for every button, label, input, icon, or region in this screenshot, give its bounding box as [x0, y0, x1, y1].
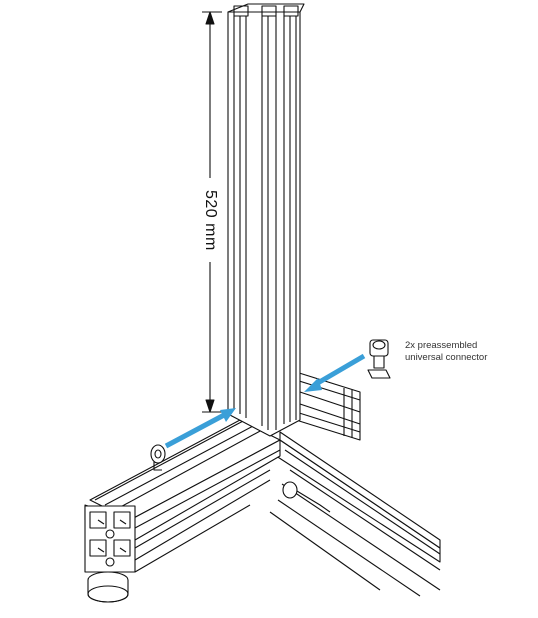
universal-connector-part — [367, 339, 391, 379]
insert-arrow-left — [164, 408, 236, 449]
connector-installed — [150, 444, 166, 471]
callout-line-1: 2x preassembled — [405, 340, 478, 351]
vertical-upright — [227, 3, 305, 437]
right-lower-profile — [269, 431, 441, 597]
dimension-label: 520 mm — [202, 189, 219, 251]
left-lower-profile — [84, 419, 281, 573]
right-upper-profile — [295, 371, 361, 441]
connector-joint — [282, 481, 298, 499]
dimension-line — [202, 11, 230, 413]
callout-line-2: universal connector — [405, 352, 488, 363]
insert-arrow-right — [304, 353, 366, 392]
connector-callout: 2x preassembled universal connector — [405, 340, 487, 364]
foot-caster — [87, 571, 129, 603]
